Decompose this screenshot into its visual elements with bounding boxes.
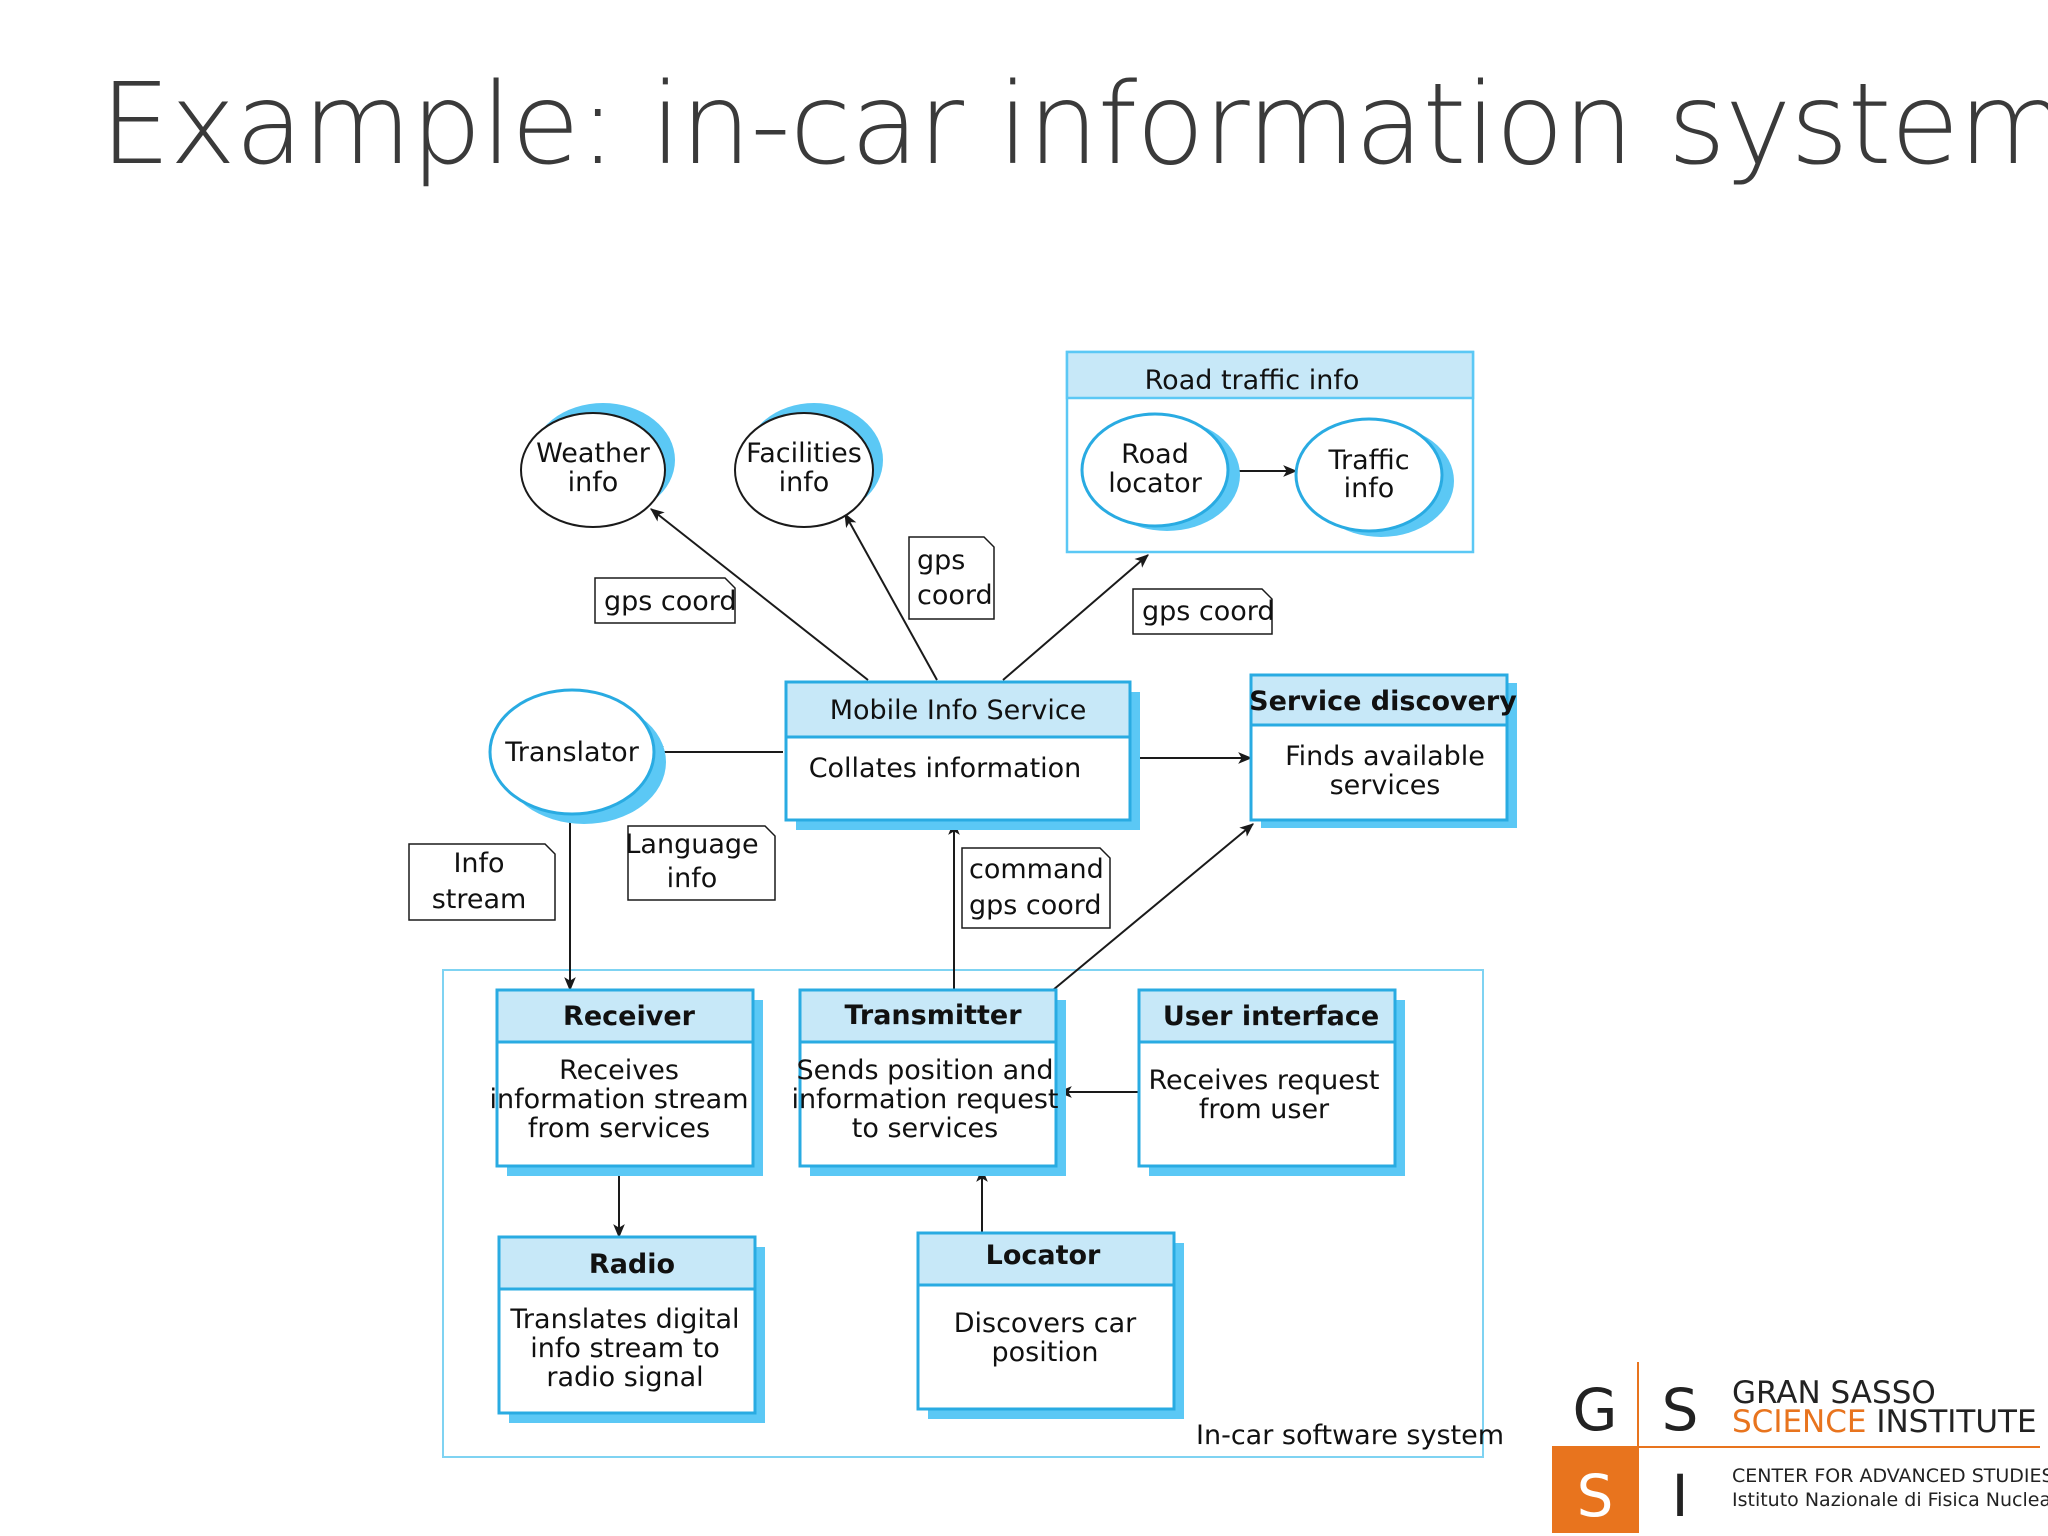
svg-text:from user: from user [1199, 1094, 1330, 1125]
svg-text:info: info [779, 467, 830, 498]
svg-text:information stream: information stream [489, 1084, 748, 1115]
user-interface-title: User interface [1163, 1001, 1379, 1032]
svg-text:Receives: Receives [559, 1055, 679, 1086]
svg-text:CENTER FOR ADVANCED STUDIES: CENTER FOR ADVANCED STUDIES [1732, 1465, 2048, 1487]
svg-text:Istituto Nazionale di Fisica N: Istituto Nazionale di Fisica Nucleare [1732, 1489, 2048, 1511]
transmitter-title: Transmitter [844, 1000, 1022, 1031]
svg-text:SCIENCE INSTITUTE: SCIENCE INSTITUTE [1732, 1404, 2037, 1440]
svg-text:G: G [1573, 1376, 1618, 1444]
svg-text:gps coord: gps coord [604, 586, 737, 617]
service-discovery-box: Service discovery Finds available servic… [1249, 673, 1517, 828]
svg-text:Info: Info [453, 848, 504, 879]
receiver-title: Receiver [563, 1001, 696, 1032]
svg-text:Translator: Translator [504, 737, 640, 768]
svg-text:command: command [969, 854, 1104, 885]
svg-text:services: services [1330, 770, 1441, 801]
svg-text:position: position [992, 1337, 1099, 1368]
note-command-gps-coord: command gps coord [961, 847, 1111, 929]
radio-title: Radio [589, 1249, 675, 1280]
in-car-system-label: In-car software system [1196, 1420, 1504, 1451]
svg-text:from services: from services [528, 1113, 710, 1144]
svg-text:Language: Language [625, 829, 758, 860]
svg-text:info: info [1344, 473, 1395, 504]
note-info-stream: Info stream [408, 843, 556, 921]
svg-text:radio signal: radio signal [546, 1362, 703, 1393]
svg-text:Facilities: Facilities [746, 438, 862, 469]
svg-text:coord: coord [917, 580, 993, 611]
weather-info-node: Weather info [520, 403, 675, 528]
svg-text:S: S [1577, 1462, 1614, 1530]
arrow-mis-to-road-traffic [1002, 554, 1149, 681]
receiver-box: Receiver Receives information stream fro… [489, 988, 763, 1176]
svg-text:GRAN SASSO: GRAN SASSO [1732, 1375, 1936, 1411]
mobile-info-service-title: Mobile Info Service [830, 695, 1087, 726]
svg-text:stream: stream [432, 884, 527, 915]
note-gps-coord-left: gps coord [594, 577, 737, 624]
translator-node: Translator [488, 688, 666, 824]
note-gps-coord-mid: gps coord [908, 536, 995, 620]
svg-text:Discovers car: Discovers car [954, 1308, 1137, 1339]
user-interface-box: User interface Receives request from use… [1137, 988, 1405, 1176]
transmitter-box: Transmitter Sends position and informati… [791, 988, 1066, 1176]
svg-text:Road: Road [1121, 439, 1189, 470]
mobile-info-service-box: Mobile Info Service Collates information [784, 680, 1140, 830]
svg-text:Sends position and: Sends position and [797, 1055, 1054, 1086]
svg-text:to services: to services [852, 1113, 998, 1144]
svg-text:gps: gps [917, 545, 965, 576]
service-discovery-title: Service discovery [1249, 686, 1517, 717]
svg-text:locator: locator [1108, 468, 1203, 499]
svg-text:gps coord: gps coord [1142, 596, 1275, 627]
radio-box: Radio Translates digital info stream to … [497, 1235, 765, 1423]
note-language-info: Language info [625, 825, 776, 901]
gssi-logo: G S S I GRAN SASSO SCIENCE INSTITUTE CEN… [1552, 1362, 2048, 1533]
arrow-mis-to-weather [650, 508, 869, 681]
svg-text:info: info [568, 467, 619, 498]
svg-text:Receives request: Receives request [1149, 1065, 1380, 1096]
arrow-mis-to-facilities [844, 512, 938, 681]
road-traffic-group-header [1065, 350, 1475, 400]
svg-text:Translates digital: Translates digital [509, 1304, 739, 1335]
arrow-transmitter-to-service-discovery [1052, 823, 1254, 991]
svg-text:info: info [667, 863, 718, 894]
connections [564, 465, 1298, 1239]
svg-text:I: I [1671, 1462, 1688, 1530]
mobile-info-service-body: Collates information [809, 753, 1082, 784]
road-traffic-group-title: Road traffic info [1145, 365, 1360, 396]
locator-box: Locator Discovers car position [916, 1231, 1184, 1419]
svg-text:S: S [1662, 1376, 1699, 1444]
svg-text:Weather: Weather [536, 438, 651, 469]
svg-text:Traffic: Traffic [1327, 445, 1409, 476]
svg-text:gps coord: gps coord [969, 890, 1102, 921]
slide-title: Example: in-car information system [100, 60, 2048, 190]
facilities-info-node: Facilities info [734, 403, 883, 528]
road-locator-node: Road locator [1080, 412, 1240, 531]
svg-text:Finds available: Finds available [1285, 741, 1485, 772]
traffic-info-node: Traffic info [1294, 417, 1454, 537]
in-car-system-frame [442, 969, 1484, 1458]
svg-text:information request: information request [791, 1084, 1058, 1115]
note-gps-coord-right: gps coord [1132, 588, 1275, 635]
logo-orange-square [1552, 1447, 1638, 1533]
svg-text:info stream to: info stream to [530, 1333, 720, 1364]
locator-title: Locator [986, 1240, 1101, 1271]
